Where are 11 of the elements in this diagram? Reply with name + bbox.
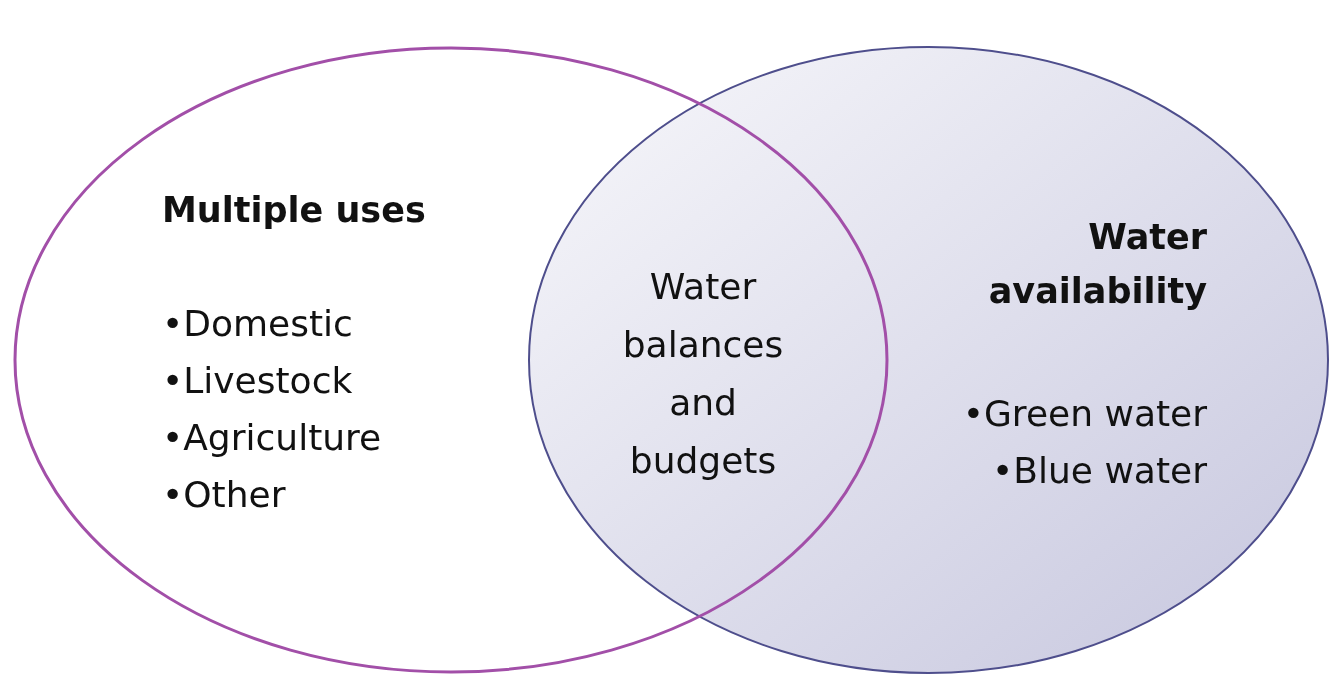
list-item: •Blue water xyxy=(992,449,1207,493)
venn-ellipse xyxy=(527,45,1330,675)
overlap-label: Water balances and budgets xyxy=(621,265,785,483)
heading: Multiple uses xyxy=(162,189,427,232)
list-item: •Livestock xyxy=(162,359,353,403)
list-item: •Domestic xyxy=(162,302,353,346)
list-item: •Other xyxy=(162,473,286,517)
heading: Water availability xyxy=(987,216,1207,313)
venn-ellipse xyxy=(12,45,890,675)
list-item: •Agriculture xyxy=(162,416,382,460)
list-item: •Green water xyxy=(962,392,1207,436)
